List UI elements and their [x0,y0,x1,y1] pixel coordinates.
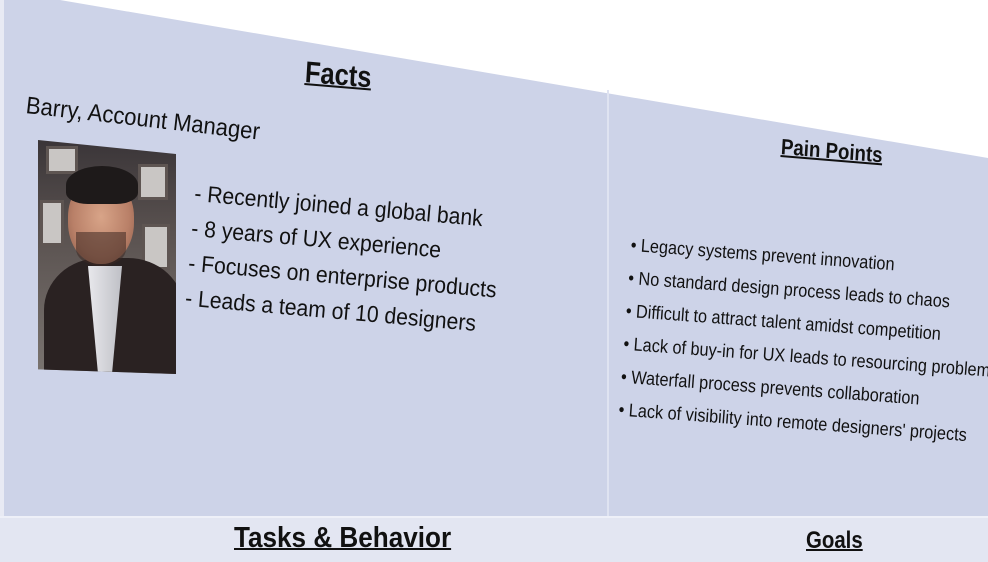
slide-edge [0,0,4,560]
facts-heading: Facts [304,56,373,95]
column-divider [607,90,609,560]
tasks-behavior-heading: Tasks & Behavior [234,522,452,554]
beard-shape [76,232,126,266]
facts-list: - Recently joined a global bank - 8 year… [184,176,531,345]
window-detail [40,200,64,246]
pain-points-list: • Legacy systems prevent innovation • No… [617,228,988,457]
hair-shape [66,166,138,204]
window-detail [46,146,78,174]
window-detail [138,164,168,200]
persona-photo [38,140,176,374]
goals-heading: Goals [806,527,863,554]
bottom-section-band [0,516,988,562]
